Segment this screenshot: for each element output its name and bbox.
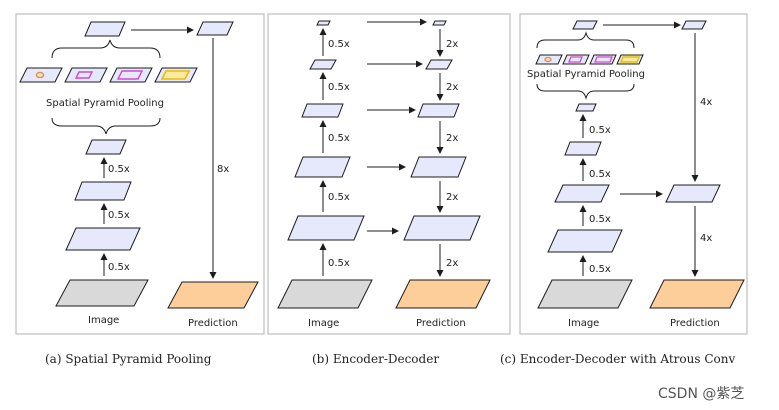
enc-label-1: 0.5x: [589, 214, 611, 225]
panel-b: 0.5x 0.5x 0.5x 0.5x 0.5x Image 2x 2x 2x …: [267, 13, 511, 335]
encoder-map-3: [564, 141, 602, 156]
low-res-prediction-map: [196, 21, 234, 36]
pool-marker-3: [116, 70, 144, 80]
pool-marker-2: [568, 56, 583, 63]
dec-label-3: 2x: [446, 82, 458, 93]
enc-label-3: 0.5x: [328, 82, 350, 93]
spp-output-feature-map: [572, 20, 598, 30]
encoder-map-4: [85, 139, 127, 155]
decoder-map-4: [425, 59, 453, 70]
prediction-map: [649, 279, 745, 309]
caption-b: (b) Encoder-Decoder: [312, 352, 439, 366]
prediction-label: Prediction: [670, 318, 720, 329]
dec-label-4: 2x: [446, 39, 458, 50]
pool-marker-3: [594, 56, 613, 63]
caption-c: (c) Encoder-Decoder with Atrous Conv: [500, 352, 735, 366]
spp-label: Spatial Pyramid Pooling: [527, 69, 645, 80]
input-image: [55, 279, 149, 307]
spp-label: Spatial Pyramid Pooling: [46, 98, 164, 109]
decoder-map-3: [417, 103, 460, 118]
decoder-map: [665, 184, 721, 203]
pool-map-1: [535, 54, 563, 65]
encoder-map-3: [74, 181, 132, 201]
encoder-map-4: [309, 59, 337, 70]
decoder-map-2: [410, 156, 467, 178]
enc-label-2: 0.5x: [589, 169, 611, 180]
encoder-map-4: [575, 103, 597, 112]
scale-label-1: 0.5x: [108, 262, 130, 273]
pool-marker-1: [35, 71, 45, 79]
pool-map-2: [64, 67, 108, 83]
upper-brace: [536, 31, 635, 49]
panel-a: Spatial Pyramid Pooling 0.5x 0.5x 0.5x I…: [15, 13, 265, 335]
pool-marker-4: [619, 56, 641, 63]
dec-label-0: 2x: [446, 258, 458, 269]
pool-map-3: [109, 67, 153, 83]
watermark-text: CSDN @紫芝: [658, 386, 744, 402]
dec-label-0: 4x: [700, 233, 712, 244]
encoder-map-5: [316, 20, 331, 26]
encoder-map-1: [287, 215, 365, 241]
encoder-map-2: [294, 156, 351, 178]
upper-brace: [51, 39, 161, 59]
prediction-map: [395, 279, 491, 309]
enc-label-4: 0.5x: [328, 39, 350, 50]
decoder-map-1: [403, 215, 481, 241]
pool-map-1: [19, 67, 63, 83]
enc-label-1: 0.5x: [328, 192, 350, 203]
upsample-label: 8x: [217, 164, 229, 175]
image-label: Image: [308, 318, 339, 329]
input-image: [277, 279, 373, 309]
pool-marker-1: [544, 56, 552, 63]
enc-label-2: 0.5x: [328, 133, 350, 144]
scale-label-3: 0.5x: [108, 164, 130, 175]
encoder-map-2: [65, 227, 141, 251]
enc-label-0: 0.5x: [589, 264, 611, 275]
encoder-output-map: [681, 20, 707, 30]
image-label: Image: [88, 315, 119, 326]
decoder-map-5: [432, 20, 447, 26]
enc-label-0: 0.5x: [328, 258, 350, 269]
enc-label-3: 0.5x: [589, 125, 611, 136]
scale-label-2: 0.5x: [108, 210, 130, 221]
lower-brace: [536, 83, 635, 100]
image-label: Image: [568, 318, 599, 329]
spp-output-feature-map: [84, 21, 126, 37]
prediction-map: [167, 281, 259, 309]
lower-brace: [51, 117, 161, 135]
dec-label-1: 4x: [700, 97, 712, 108]
dec-label-1: 2x: [446, 192, 458, 203]
pool-marker-4: [160, 70, 191, 80]
dec-label-2: 2x: [446, 133, 458, 144]
encoder-map-1: [547, 229, 623, 253]
panel-c: Spatial Pyramid Pooling 0.5x 0.5x 0.5x 0…: [519, 13, 748, 335]
input-image: [537, 279, 633, 309]
prediction-label: Prediction: [416, 318, 466, 329]
pool-marker-2: [74, 71, 94, 79]
prediction-label: Prediction: [188, 318, 238, 329]
encoder-map-2: [554, 184, 610, 203]
caption-a: (a) Spatial Pyramid Pooling: [45, 352, 212, 366]
encoder-map-3: [301, 103, 344, 118]
